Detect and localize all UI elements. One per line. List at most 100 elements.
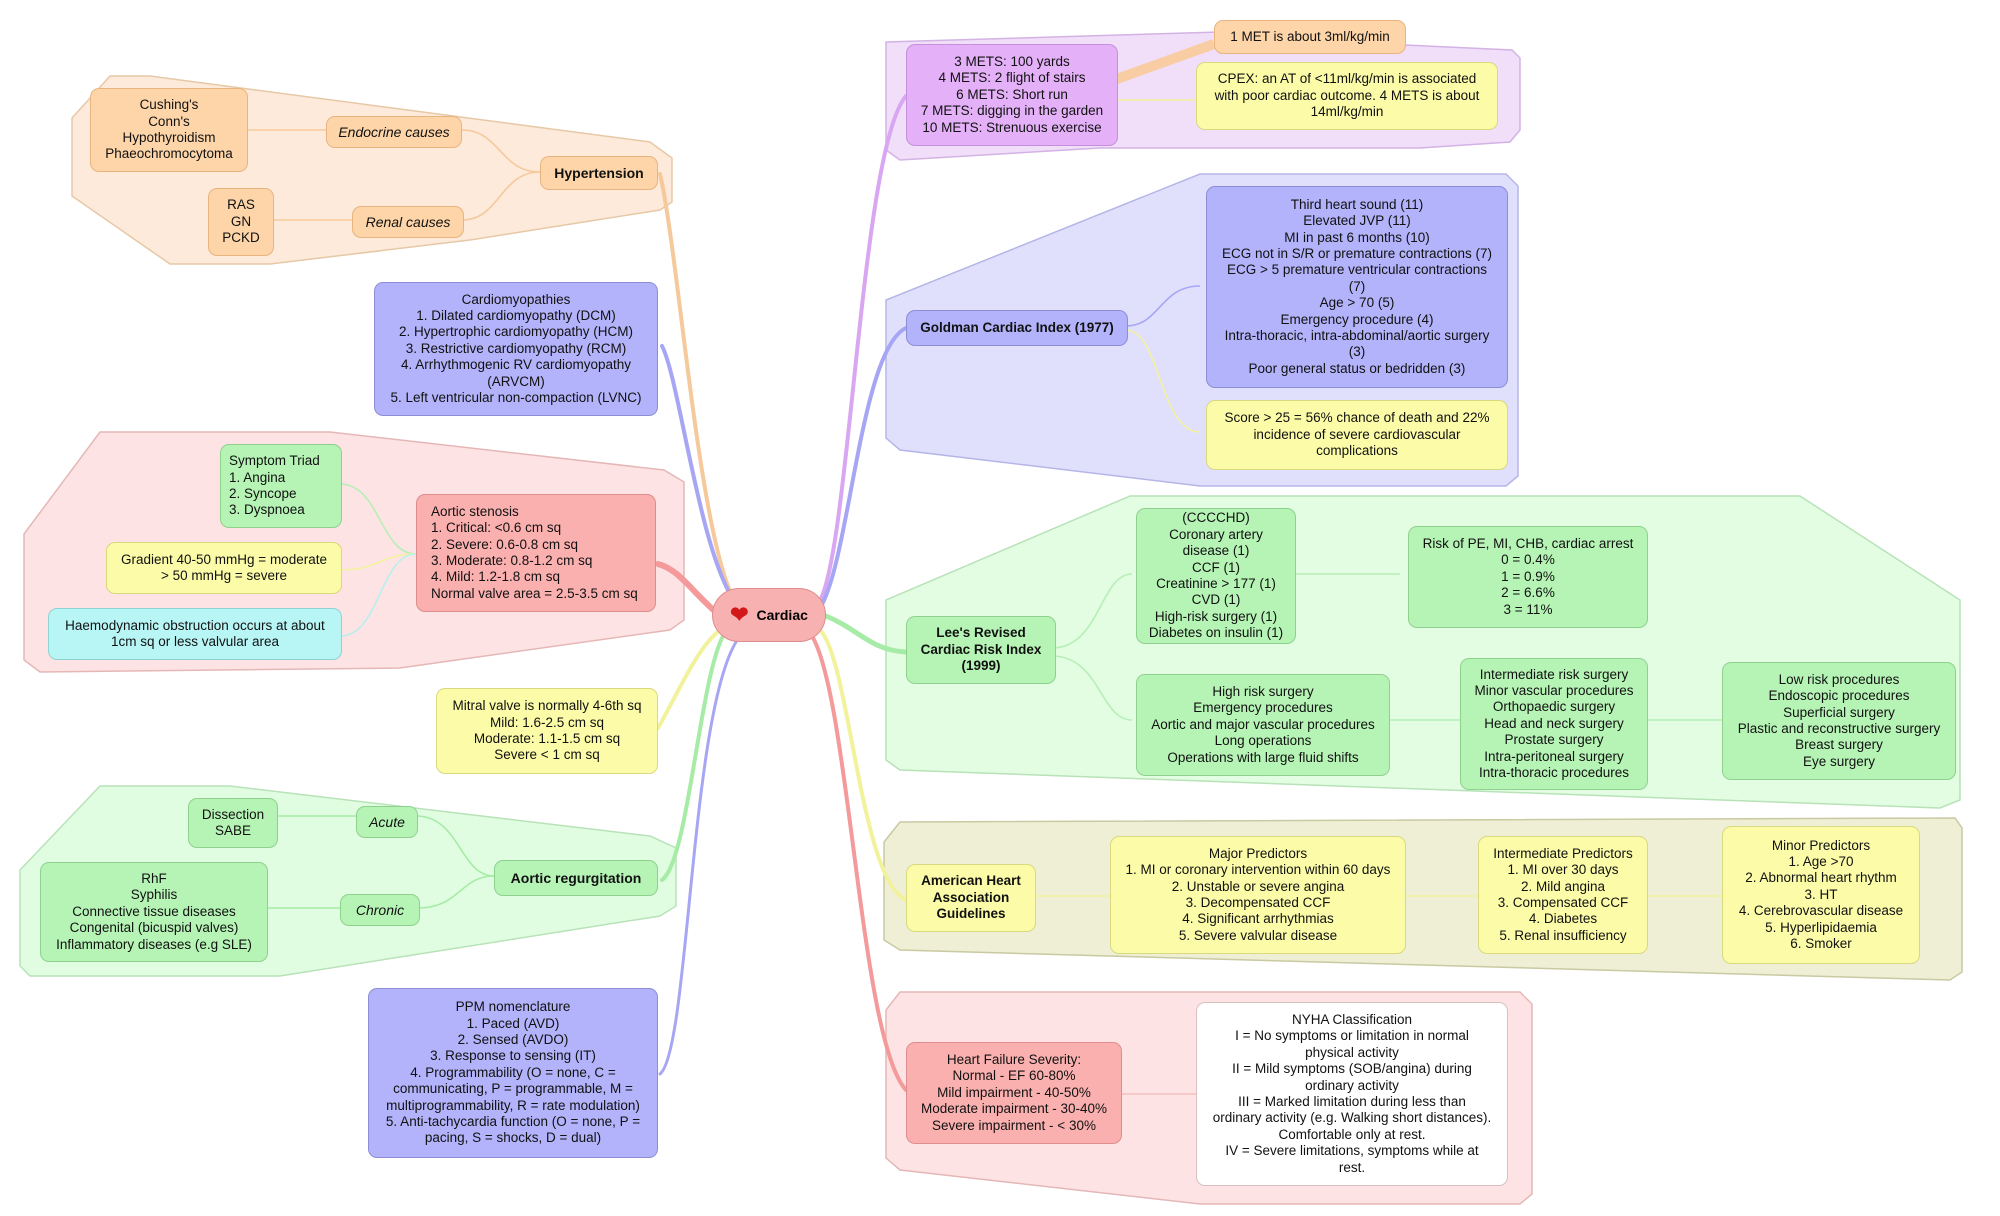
text-line: Endoscopic procedures: [1768, 688, 1910, 704]
list-item: PCKD: [222, 230, 260, 246]
list-item: Phaeochromocytoma: [105, 146, 233, 162]
mets-node[interactable]: 3 METS: 100 yards 4 METS: 2 flight of st…: [906, 44, 1118, 146]
chronic-node[interactable]: Chronic: [340, 894, 420, 926]
text-line: Guidelines: [936, 906, 1006, 922]
major-predictors-node[interactable]: Major Predictors 1. MI or coronary inter…: [1110, 836, 1406, 954]
text-line: physical activity: [1305, 1044, 1399, 1060]
acute-causes-list[interactable]: Dissection SABE: [188, 798, 278, 848]
lee-risk-node[interactable]: Risk of PE, MI, CHB, cardiac arrest 0 = …: [1408, 526, 1648, 628]
aortic-stenosis-node[interactable]: Aortic stenosis 1. Critical: <0.6 cm sq …: [416, 494, 656, 612]
aha-guidelines-node[interactable]: American Heart Association Guidelines: [906, 864, 1036, 932]
node-label: Goldman Cardiac Index (1977): [920, 319, 1114, 335]
obstruction-node[interactable]: Haemodynamic obstruction occurs at about…: [48, 608, 342, 660]
symptom-triad-node[interactable]: Symptom Triad 1. Angina 2. Syncope 3. Dy…: [220, 444, 342, 528]
text-line: PPM nomenclature: [455, 999, 571, 1015]
cardiomyopathies-node[interactable]: Cardiomyopathies 1. Dilated cardiomyopat…: [374, 282, 658, 416]
text-line: Poor general status or bedridden (3): [1248, 360, 1466, 376]
text-line: 3. Moderate: 0.8-1.2 cm sq: [431, 553, 593, 568]
text-line: Major Predictors: [1208, 845, 1308, 861]
text-line: 4. Significant arrhythmias: [1182, 911, 1334, 927]
text-line: Moderate impairment - 30-40%: [920, 1101, 1108, 1117]
text-line: Mild: 1.6-2.5 cm sq: [489, 714, 605, 730]
text-line: Breast surgery: [1795, 737, 1883, 753]
gradient-node[interactable]: Gradient 40-50 mmHg = moderate > 50 mmHg…: [106, 542, 342, 594]
text-line: High-risk surgery (1): [1154, 608, 1278, 624]
text-line: multiprogrammability, R = rate modulatio…: [386, 1097, 640, 1113]
text-line: 3 METS: 100 yards: [954, 53, 1070, 69]
lee-index-node[interactable]: Lee's Revised Cardiac Risk Index (1999): [906, 616, 1056, 684]
text-line: CCF (1): [1192, 559, 1240, 575]
text-line: Long operations: [1214, 733, 1312, 749]
goldman-criteria-node[interactable]: Third heart sound (11) Elevated JVP (11)…: [1206, 186, 1508, 388]
text-line: > 50 mmHg = severe: [160, 568, 288, 583]
text-line: Creatinine > 177 (1): [1156, 576, 1276, 591]
endocrine-causes-node[interactable]: Endocrine causes: [326, 116, 462, 148]
text-line: complications: [1316, 443, 1398, 459]
text-line: II = Mild symptoms (SOB/angina) during: [1232, 1061, 1472, 1077]
text-line: Intermediate Predictors: [1493, 845, 1633, 861]
text-line: 5. Anti-tachycardia function (O = none, …: [385, 1114, 641, 1130]
text-line: Aortic and major vascular procedures: [1151, 716, 1375, 732]
list-item: Congenital (bicuspid valves): [69, 920, 239, 936]
lee-criteria-node[interactable]: (CCCCHD) Coronary artery disease (1) CCF…: [1136, 508, 1296, 644]
text-line: 2. Sensed (AVDO): [457, 1031, 569, 1047]
goldman-score-node[interactable]: Score > 25 = 56% chance of death and 22%…: [1206, 400, 1508, 470]
low-risk-procedures-node[interactable]: Low risk procedures Endoscopic procedure…: [1722, 662, 1956, 780]
node-label: Acute: [369, 813, 405, 830]
text-line: 10 METS: Strenuous exercise: [922, 119, 1102, 135]
text-line: 1cm sq or less valvular area: [110, 634, 280, 649]
text-line: 1 MET is about 3ml/kg/min: [1230, 28, 1390, 44]
high-risk-surgery-node[interactable]: High risk surgery Emergency procedures A…: [1136, 674, 1390, 776]
text-line: IV = Severe limitations, symptoms while …: [1225, 1143, 1479, 1159]
text-line: 6 METS: Short run: [956, 86, 1068, 102]
text-line: Operations with large fluid shifts: [1167, 749, 1359, 765]
chronic-causes-list[interactable]: RhF Syphilis Connective tissue diseases …: [40, 862, 268, 962]
text-line: Superficial surgery: [1783, 704, 1895, 720]
text-line: Comfortable only at rest.: [1278, 1126, 1426, 1142]
nyha-classification-node[interactable]: NYHA Classification I = No symptoms or l…: [1196, 1002, 1508, 1186]
ppm-nomenclature-node[interactable]: PPM nomenclature 1. Paced (AVD) 2. Sense…: [368, 988, 658, 1158]
text-line: 3. Compensated CCF: [1497, 895, 1629, 910]
met-note-node[interactable]: 1 MET is about 3ml/kg/min: [1214, 20, 1406, 54]
text-line: High risk surgery: [1212, 683, 1314, 699]
text-line: incidence of severe cardiovascular: [1253, 426, 1461, 442]
text-line: 2 = 6.6%: [1501, 585, 1555, 601]
text-line: ordinary activity: [1305, 1077, 1399, 1093]
text-line: Head and neck surgery: [1484, 715, 1624, 731]
minor-predictors-node[interactable]: Minor Predictors 1. Age >70 2. Abnormal …: [1722, 826, 1920, 964]
text-line: Plastic and reconstructive surgery: [1737, 721, 1941, 736]
text-line: Normal valve area = 2.5-3.5 cm sq: [431, 585, 638, 601]
aortic-regurgitation-node[interactable]: Aortic regurgitation: [494, 860, 658, 896]
text-line: 14ml/kg/min: [1310, 104, 1384, 120]
hypertension-node[interactable]: Hypertension: [540, 156, 658, 190]
heart-failure-severity-node[interactable]: Heart Failure Severity: Normal - EF 60-8…: [906, 1042, 1122, 1144]
text-line: 1. MI over 30 days: [1507, 862, 1619, 878]
cpex-node[interactable]: CPEX: an AT of <11ml/kg/min is associate…: [1196, 62, 1498, 130]
intermediate-predictors-node[interactable]: Intermediate Predictors 1. MI over 30 da…: [1478, 836, 1648, 954]
text-line: ordinary activity (e.g. Walking short di…: [1212, 1110, 1492, 1126]
central-topic-label: Cardiac: [756, 607, 808, 623]
renal-causes-node[interactable]: Renal causes: [352, 206, 464, 238]
text-line: 3. HT: [1804, 886, 1838, 902]
text-line: Minor Predictors: [1771, 837, 1871, 853]
renal-causes-list[interactable]: RAS GN PCKD: [208, 188, 274, 256]
text-line: 1. Critical: <0.6 cm sq: [431, 520, 562, 536]
node-label: Chronic: [355, 901, 405, 918]
list-item: RAS: [227, 197, 255, 213]
mitral-valve-node[interactable]: Mitral valve is normally 4-6th sq Mild: …: [436, 688, 658, 774]
text-line: 2. Unstable or severe angina: [1171, 878, 1345, 894]
node-label: Renal causes: [365, 213, 451, 230]
central-topic-cardiac[interactable]: ❤ Cardiac: [712, 588, 826, 642]
text-line: Coronary artery disease (1): [1169, 526, 1263, 559]
text-line: 4 METS: 2 flight of stairs: [938, 70, 1086, 86]
intermediate-risk-surgery-node[interactable]: Intermediate risk surgery Minor vascular…: [1460, 658, 1648, 790]
text-line: (ARVCM): [487, 373, 545, 389]
goldman-index-node[interactable]: Goldman Cardiac Index (1977): [906, 310, 1128, 346]
text-line: 3. Decompensated CCF: [1185, 895, 1331, 910]
endocrine-causes-list[interactable]: Cushing's Conn's Hypothyroidism Phaeochr…: [90, 88, 248, 172]
list-item: Conn's: [148, 113, 190, 129]
acute-node[interactable]: Acute: [356, 806, 418, 838]
text-line: 2. Abnormal heart rhythm: [1745, 870, 1897, 886]
text-line: Intra-peritoneal surgery: [1484, 748, 1624, 764]
text-line: CPEX: an AT of <11ml/kg/min is associate…: [1217, 71, 1477, 87]
